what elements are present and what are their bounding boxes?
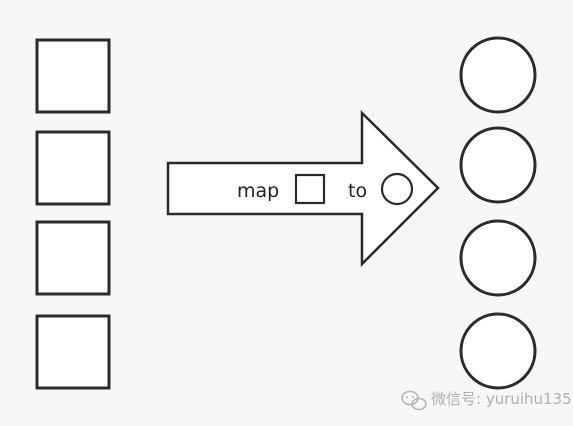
watermark: 微信号: yuruihu135 [401,390,572,411]
target-circle [459,219,537,297]
wechat-icon [401,390,427,411]
source-square [35,130,111,206]
target-circle [459,126,537,204]
circle-icon [380,172,414,206]
source-squares-column [35,38,111,390]
target-circles-column [459,36,537,390]
map-label: map [237,180,279,202]
source-square [35,220,111,296]
map-arrow: map to [166,110,440,268]
square-icon [294,173,326,205]
source-square [35,314,111,390]
source-square [35,38,111,114]
target-circle [459,312,537,390]
target-circle [459,36,537,114]
watermark-text: 微信号: yuruihu135 [431,390,572,408]
to-label: to [348,180,367,202]
